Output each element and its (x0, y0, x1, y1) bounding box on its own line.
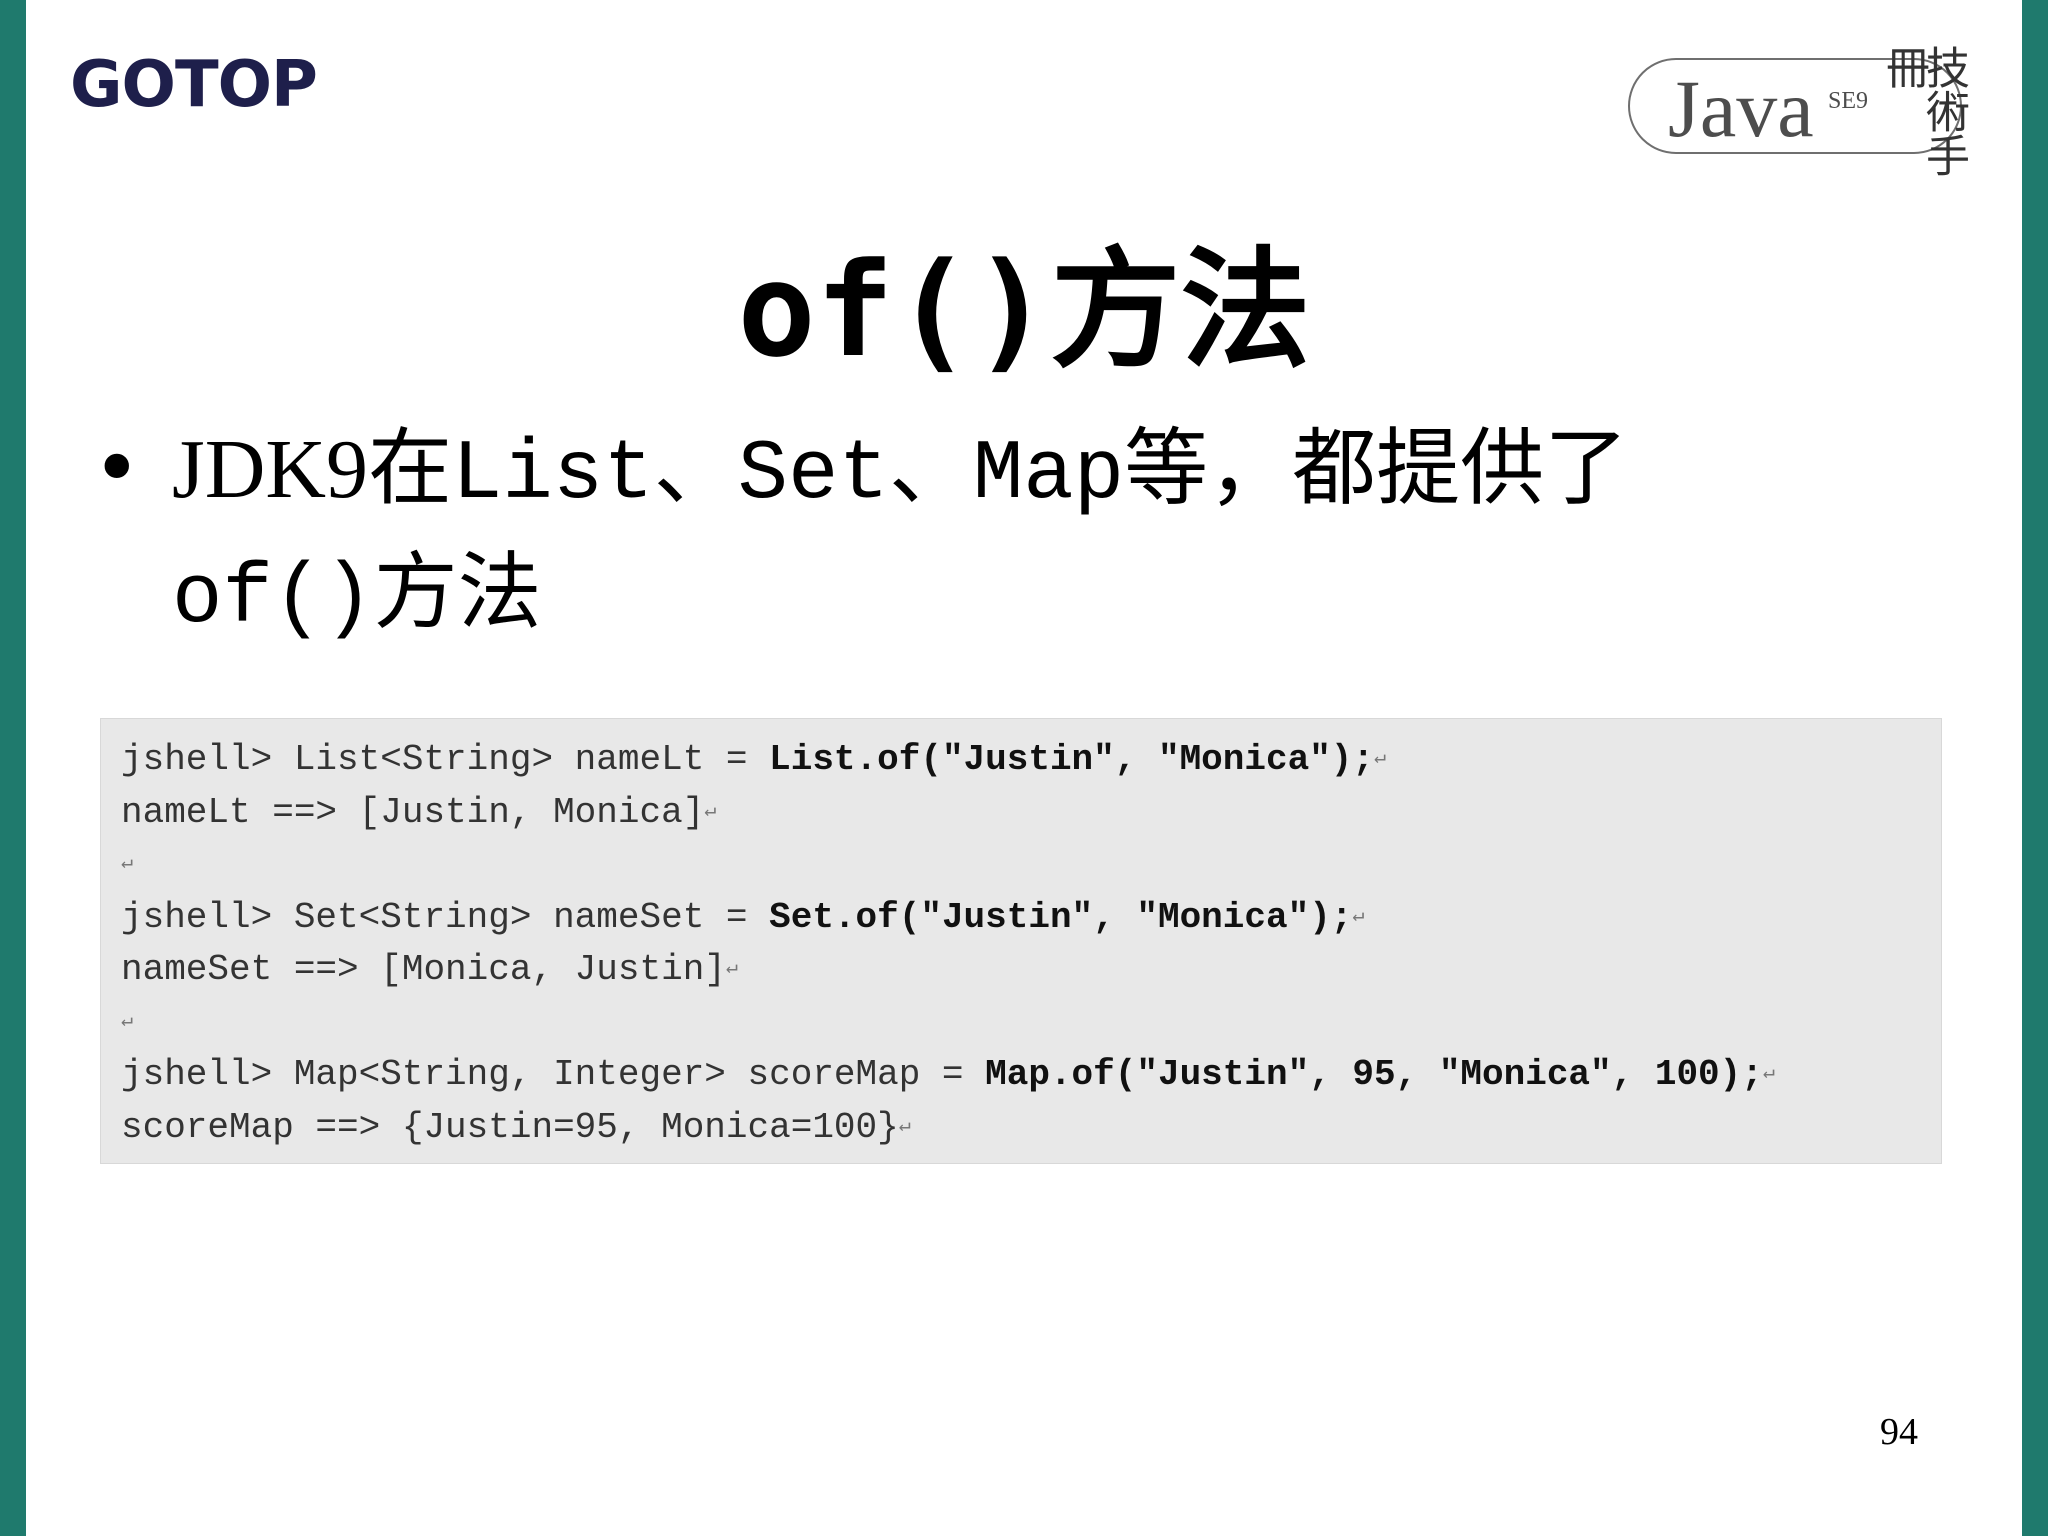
gotop-logo: GOTOP (70, 48, 318, 122)
bullet-seg-of: of() (172, 552, 374, 647)
java-logo-edition: SE9 (1828, 88, 1869, 114)
bullet-text: JDK9在List、Set、Map等，都提供了 of()方法 (172, 410, 1872, 658)
bullet-seg-collections: List、Set、Map (452, 428, 1125, 523)
code-line-empty: ↵ (121, 852, 134, 875)
code-line: jshell> Map<String, Integer> scoreMap = … (121, 1053, 1775, 1095)
bullet-seg-provides: 等，都提供了 (1124, 419, 1629, 517)
page-number: 94 (1880, 1411, 1918, 1453)
java-logo-tagline: 技術手冊 (1878, 45, 1969, 177)
slide-title: of()方法 (0, 205, 2048, 393)
code-line: jshell> List<String> nameLt = List.of("J… (121, 738, 1387, 780)
code-line: jshell> Set<String> nameSet = Set.of("Ju… (121, 896, 1365, 938)
title-text: 方法 (1050, 234, 1311, 386)
code-line: nameLt ==> [Justin, Monica]↵ (121, 791, 717, 833)
code-line: scoreMap ==> {Justin=95, Monica=100}↵ (121, 1106, 911, 1148)
java-logo-oval (1628, 58, 1962, 154)
code-block: jshell> List<String> nameLt = List.of("J… (100, 718, 1942, 1164)
code-line-empty: ↵ (121, 1009, 134, 1033)
java-logo-word: Java (1668, 63, 1814, 154)
bullet-seg-method: 方法 (373, 543, 542, 641)
java-se9-logo: Java SE9 技術手冊 (1628, 40, 1978, 180)
right-accent-bar (2022, 0, 2048, 1536)
left-accent-bar (0, 0, 26, 1536)
bullet-seg-jdk9: JDK9在 (172, 423, 453, 516)
bullet-dot: • (92, 419, 142, 517)
code-line: nameSet ==> [Monica, Justin]↵ (121, 948, 738, 990)
title-code: of() (737, 234, 1051, 386)
